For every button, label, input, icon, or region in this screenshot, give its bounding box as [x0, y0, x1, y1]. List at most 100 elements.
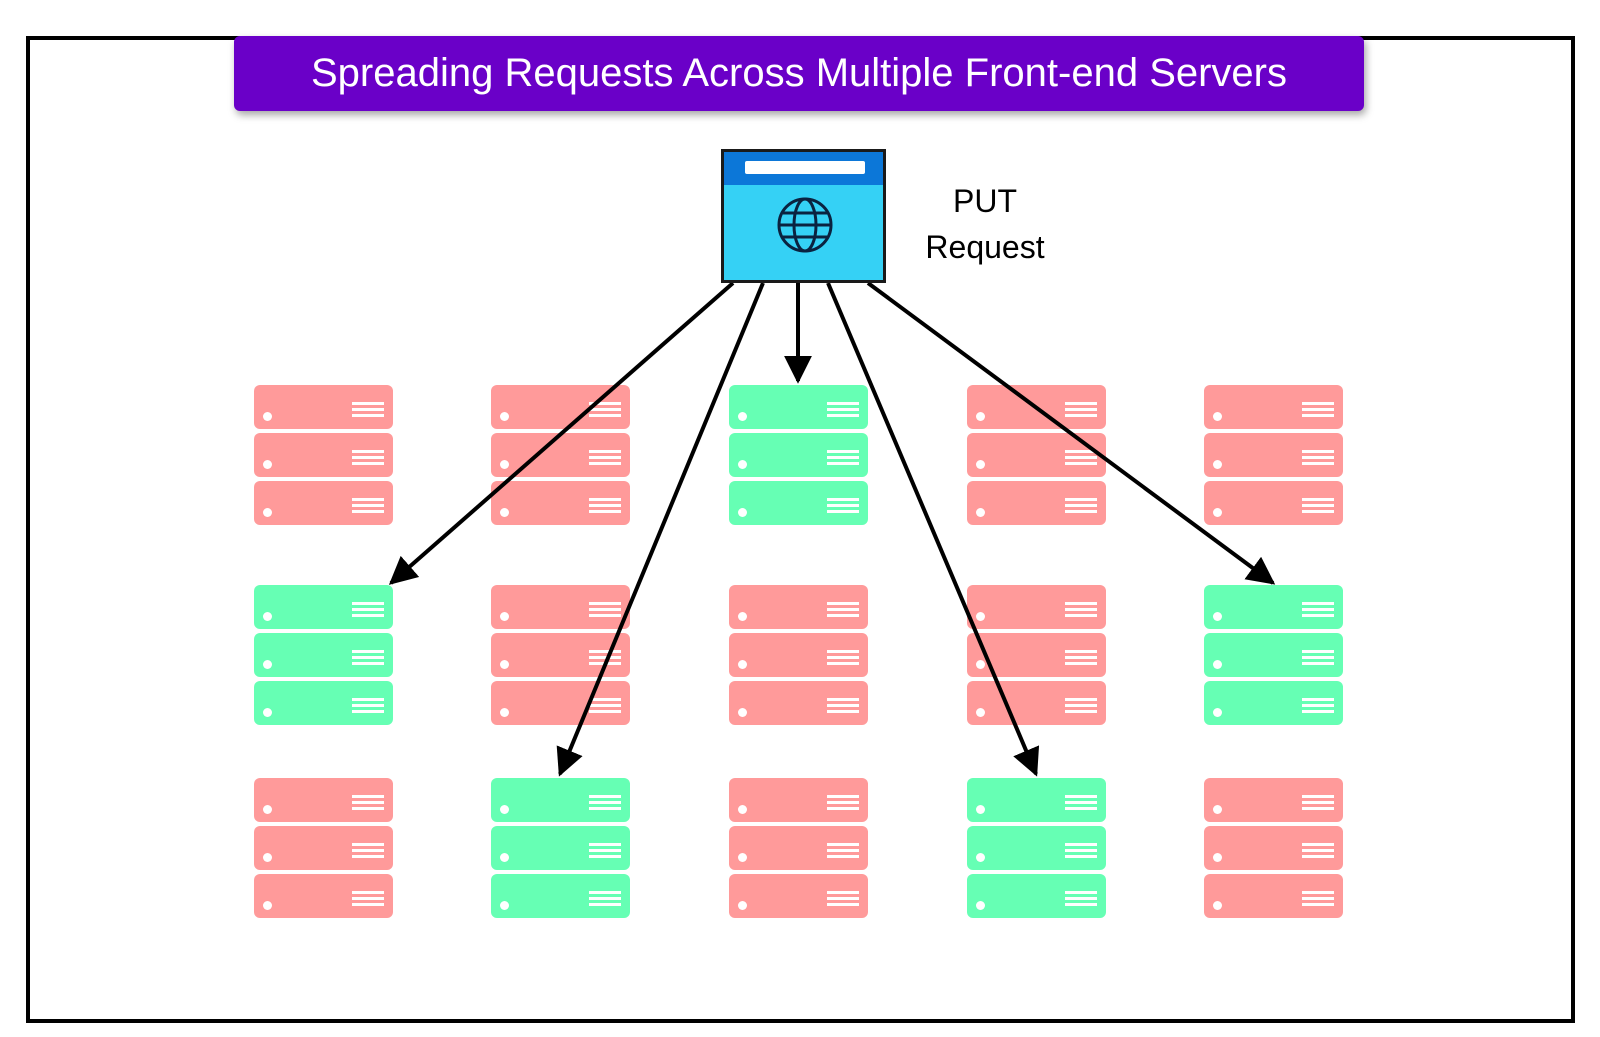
- server-vent-icon: [1302, 656, 1334, 659]
- server-vent-icon: [1065, 402, 1097, 405]
- server-vent-icon: [352, 504, 384, 507]
- server-stack-r1-c3-active: [729, 385, 868, 529]
- server-vent-icon: [827, 807, 859, 810]
- server-vent-icon: [352, 498, 384, 501]
- server-vent-icon: [589, 456, 621, 459]
- server-unit: [254, 585, 393, 629]
- server-unit: [254, 778, 393, 822]
- server-unit: [729, 481, 868, 525]
- server-vent-icon: [352, 807, 384, 810]
- server-vent-icon: [589, 450, 621, 453]
- server-vent-icon: [1065, 414, 1097, 417]
- server-vent-icon: [589, 897, 621, 900]
- server-vent-icon: [589, 602, 621, 605]
- request-word: Request: [925, 229, 1045, 265]
- server-vent-icon: [589, 656, 621, 659]
- server-vent-icon: [352, 462, 384, 465]
- server-vent-icon: [352, 456, 384, 459]
- server-vent-icon: [589, 710, 621, 713]
- server-vent-icon: [352, 662, 384, 665]
- server-stack-r1-c4-inactive: [967, 385, 1106, 529]
- server-vent-icon: [1065, 897, 1097, 900]
- server-unit: [967, 481, 1106, 525]
- server-led-icon: [976, 660, 985, 669]
- server-led-icon: [500, 901, 509, 910]
- server-unit: [729, 385, 868, 429]
- server-vent-icon: [827, 855, 859, 858]
- server-unit: [729, 826, 868, 870]
- server-vent-icon: [352, 408, 384, 411]
- server-led-icon: [263, 660, 272, 669]
- server-vent-icon: [589, 795, 621, 798]
- server-vent-icon: [589, 801, 621, 804]
- server-led-icon: [500, 412, 509, 421]
- server-vent-icon: [352, 704, 384, 707]
- server-unit: [729, 778, 868, 822]
- server-vent-icon: [589, 414, 621, 417]
- server-led-icon: [738, 460, 747, 469]
- server-vent-icon: [1065, 602, 1097, 605]
- server-vent-icon: [589, 462, 621, 465]
- server-stack-r1-c2-inactive: [491, 385, 630, 529]
- server-vent-icon: [1302, 504, 1334, 507]
- server-vent-icon: [352, 650, 384, 653]
- server-vent-icon: [352, 656, 384, 659]
- server-vent-icon: [1302, 462, 1334, 465]
- server-vent-icon: [827, 795, 859, 798]
- server-vent-icon: [352, 855, 384, 858]
- server-unit: [254, 433, 393, 477]
- server-vent-icon: [827, 614, 859, 617]
- server-unit: [491, 433, 630, 477]
- server-vent-icon: [827, 801, 859, 804]
- server-vent-icon: [352, 843, 384, 846]
- server-vent-icon: [1302, 897, 1334, 900]
- server-vent-icon: [1065, 698, 1097, 701]
- server-vent-icon: [827, 402, 859, 405]
- server-led-icon: [1213, 612, 1222, 621]
- server-stack-r1-c1-inactive: [254, 385, 393, 529]
- server-stack-r2-c5-active: [1204, 585, 1343, 729]
- server-unit: [967, 433, 1106, 477]
- browser-address-bar: [745, 161, 865, 174]
- server-vent-icon: [1065, 855, 1097, 858]
- server-vent-icon: [589, 891, 621, 894]
- server-led-icon: [976, 853, 985, 862]
- server-led-icon: [976, 901, 985, 910]
- server-unit: [729, 585, 868, 629]
- browser-title-bar: [724, 152, 883, 185]
- server-stack-r3-c1-inactive: [254, 778, 393, 922]
- server-unit: [254, 874, 393, 918]
- server-unit: [254, 481, 393, 525]
- server-led-icon: [263, 805, 272, 814]
- server-vent-icon: [1065, 462, 1097, 465]
- server-vent-icon: [1065, 891, 1097, 894]
- server-led-icon: [976, 805, 985, 814]
- server-vent-icon: [1302, 891, 1334, 894]
- server-unit: [491, 481, 630, 525]
- server-led-icon: [263, 508, 272, 517]
- server-led-icon: [500, 460, 509, 469]
- server-vent-icon: [1065, 656, 1097, 659]
- server-unit: [1204, 874, 1343, 918]
- server-led-icon: [263, 708, 272, 717]
- server-vent-icon: [827, 408, 859, 411]
- server-unit: [967, 874, 1106, 918]
- globe-icon: [777, 197, 833, 253]
- server-led-icon: [1213, 853, 1222, 862]
- server-vent-icon: [1065, 849, 1097, 852]
- server-unit: [254, 633, 393, 677]
- server-unit: [491, 633, 630, 677]
- server-vent-icon: [1302, 807, 1334, 810]
- server-vent-icon: [589, 498, 621, 501]
- server-stack-r2-c2-inactive: [491, 585, 630, 729]
- server-vent-icon: [1302, 602, 1334, 605]
- server-unit: [1204, 681, 1343, 725]
- server-vent-icon: [1302, 698, 1334, 701]
- server-vent-icon: [1302, 408, 1334, 411]
- server-vent-icon: [827, 843, 859, 846]
- server-led-icon: [738, 708, 747, 717]
- server-vent-icon: [589, 402, 621, 405]
- server-led-icon: [1213, 901, 1222, 910]
- server-unit: [254, 681, 393, 725]
- server-unit: [967, 681, 1106, 725]
